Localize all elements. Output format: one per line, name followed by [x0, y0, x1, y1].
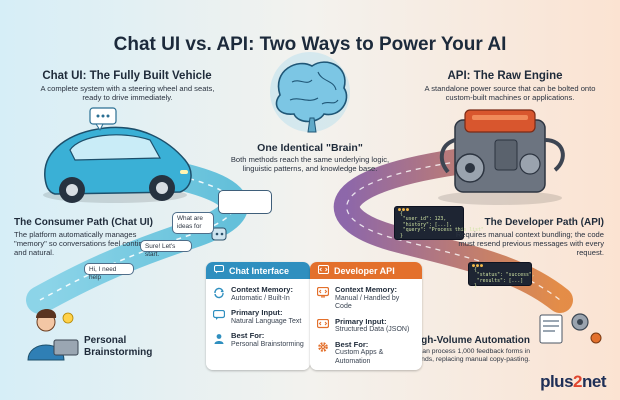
api-description: A standalone power source that can be bo… — [424, 84, 596, 102]
developer-api-panel-header: Developer API — [310, 262, 422, 279]
row-key: Best For: — [335, 339, 369, 349]
chat-interface-panel-header: Chat Interface — [206, 262, 310, 279]
chat-bubble-reply: Sure! Let's start. — [140, 240, 192, 258]
high-volume-automation-heading: High-Volume Automation — [411, 335, 530, 346]
developer-team-illustration — [539, 313, 602, 344]
developer-path-description: Requires manual context bundling; the co… — [455, 230, 604, 257]
person-icon — [212, 332, 225, 345]
chat-row-primary-input: Primary Input:Natural Language Text — [212, 308, 304, 326]
row-value: Natural Language Text — [231, 317, 302, 325]
chat-interface-panel-body: Context Memory:Automatic / Built-In Prim… — [206, 279, 310, 370]
developer-api-panel-body: Context Memory:Manual / Handled by Code … — [310, 279, 422, 370]
window-dots-icon: ●●● — [472, 263, 485, 269]
robot-icon-illustration — [211, 227, 227, 241]
logo-text-net: net — [582, 372, 607, 391]
chat-bubble-icon — [214, 265, 224, 276]
chat-interface-panel: Chat Interface Context Memory:Automatic … — [206, 262, 310, 370]
row-value: Custom Apps & Automation — [335, 349, 384, 365]
api-response-code-block: ●●●{ "status": "success", "results": [..… — [468, 262, 535, 290]
row-key: Primary Input: — [335, 316, 387, 326]
api-heading: API: The Raw Engine — [447, 70, 563, 82]
brain-description: Both methods reach the same underlying l… — [230, 155, 390, 173]
row-value: Manual / Handled by Code — [335, 294, 400, 311]
brain-heading: One Identical "Brain" — [257, 142, 363, 154]
chat-bubble-greeting: Hi, I need help — [84, 263, 134, 281]
chat-ui-heading: Chat UI: The Fully Built Vehicle — [42, 70, 212, 82]
request-json-text: { "user_id": 123, "history": [...], "que… — [400, 212, 484, 239]
code-screen-icon — [318, 265, 329, 276]
personal-brainstorming-label: Personal Brainstorming — [84, 335, 153, 358]
api-row-context-memory: Context Memory:Manual / Handled by Code — [316, 285, 416, 312]
page-title: Chat UI vs. API: Two Ways to Power Your … — [113, 34, 507, 55]
consumer-path-description: The platform automatically manages "memo… — [14, 230, 160, 257]
memory-cycle-icon — [212, 286, 225, 299]
row-key: Context Memory: — [231, 285, 294, 294]
logo-text-plus: plus — [540, 372, 574, 391]
high-volume-automation-description: APIs can process 1,000 feedback forms in… — [402, 348, 530, 363]
row-value: Automatic / Built-In — [231, 294, 290, 302]
gear-icon — [316, 341, 329, 354]
api-request-code-block: ●●●{ "user_id": 123, "history": [...], "… — [394, 206, 484, 240]
row-key: Primary Input: — [231, 308, 283, 317]
chat-ui-description: A complete system with a steering wheel … — [40, 84, 215, 102]
chat-bubble-icon — [212, 309, 225, 322]
engine-illustration — [438, 109, 565, 205]
api-row-best-for: Best For:Custom Apps & Automation — [316, 339, 416, 367]
developer-api-panel: Developer API Context Memory:Manual / Ha… — [310, 262, 422, 370]
person-illustration — [27, 309, 79, 361]
plus2net-logo: plus2net — [540, 372, 606, 392]
row-key: Best For: — [231, 331, 265, 340]
chat-row-context-memory: Context Memory:Automatic / Built-In — [212, 285, 304, 303]
row-value: Personal Brainstorming — [231, 340, 304, 348]
response-json-text: { "status": "success", "results": [...] … — [474, 268, 535, 290]
chat-row-best-for: Best For:Personal Brainstorming — [212, 331, 304, 349]
logo-text-two: 2 — [573, 372, 582, 391]
row-key: Context Memory: — [335, 285, 398, 294]
row-value: Structured Data (JSON) — [335, 326, 410, 333]
chat-bubble-question: What are ideas for — [172, 212, 214, 234]
developer-api-title: Developer API — [334, 265, 395, 276]
api-row-primary-input: Primary Input:Structured Data (JSON) — [316, 316, 416, 335]
code-screen-icon — [316, 318, 329, 331]
developer-path-heading: The Developer Path (API) — [484, 217, 604, 228]
code-screen-icon — [316, 286, 329, 299]
car-illustration — [43, 107, 192, 203]
chat-bubble-empty — [218, 190, 272, 214]
window-dots-icon: ●●● — [398, 207, 411, 213]
chat-interface-title: Chat Interface — [229, 265, 290, 276]
consumer-path-heading: The Consumer Path (Chat UI) — [14, 217, 153, 228]
brain-illustration — [270, 52, 350, 133]
